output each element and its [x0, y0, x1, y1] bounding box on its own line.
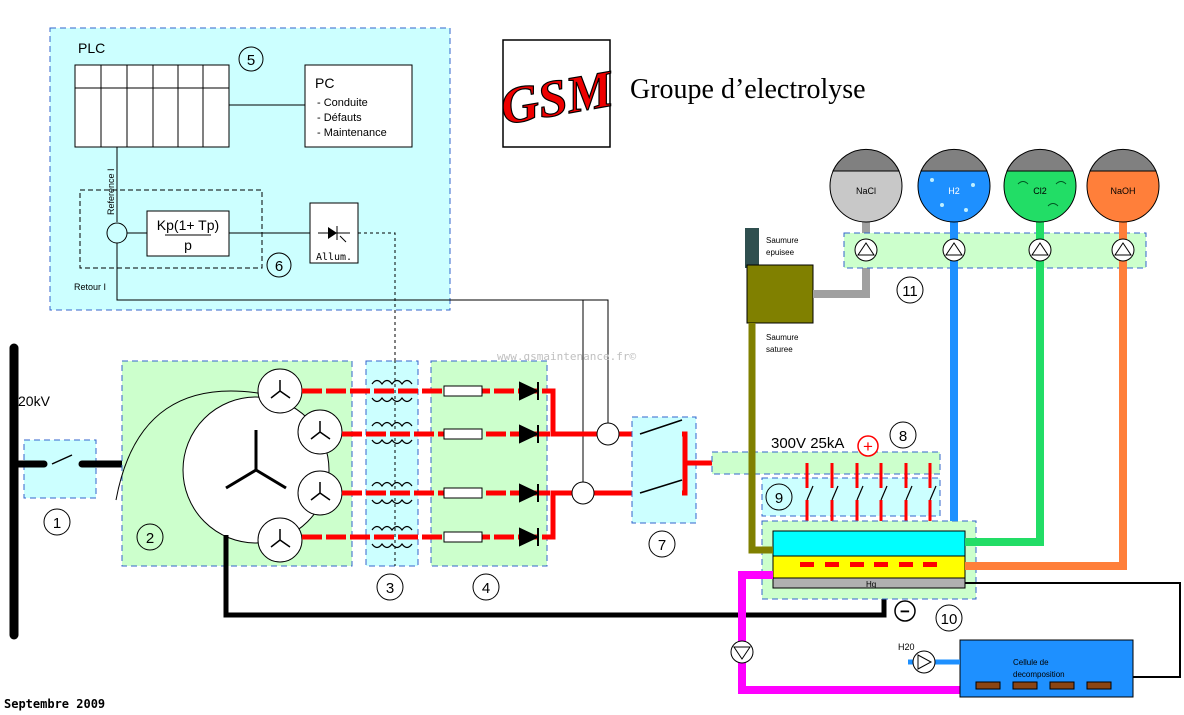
plus-terminal	[857, 435, 879, 457]
dc-output-bus	[550, 388, 640, 540]
brine-feed-line	[748, 323, 773, 554]
decomposition-return	[965, 582, 1181, 678]
negative-return-line	[223, 535, 887, 618]
label-10: 10	[941, 611, 958, 628]
busbar-panel	[711, 451, 941, 475]
rating-label: 300V 25kA	[771, 435, 844, 452]
naoh-line	[965, 215, 1127, 570]
decomposition-label-2: decomposition	[1013, 670, 1065, 679]
saumure-saturee-1: Saumure	[766, 333, 799, 342]
reference-label: Reference I	[106, 168, 116, 215]
h2o-pump-icon	[912, 650, 936, 674]
pc-box	[304, 64, 413, 148]
fuses	[443, 385, 483, 543]
cell-chamber-brine	[772, 530, 966, 557]
label-9: 9	[775, 490, 783, 507]
breaker-box	[23, 439, 97, 499]
tank-naoh: NaOH	[1086, 148, 1160, 223]
hg-pump-icon	[730, 640, 754, 664]
gsm-logo: GSM	[496, 39, 620, 148]
current-sensor-1	[596, 422, 620, 446]
saturator-tank	[746, 264, 814, 324]
label-8: 8	[899, 428, 907, 445]
pump-panel	[843, 232, 1147, 269]
saumure-saturee-2: saturee	[766, 345, 793, 354]
date-label: Septembre 2009	[4, 697, 105, 711]
ct-coils	[371, 379, 413, 549]
label-5: 5	[247, 52, 255, 69]
label-2: 2	[146, 530, 154, 547]
svg-text:−: −	[900, 602, 910, 621]
current-sensor-2	[571, 481, 595, 505]
h2o-label: H20	[898, 642, 915, 652]
label-6: 6	[275, 258, 283, 275]
minus-terminal	[894, 600, 916, 622]
svg-text:NaOH: NaOH	[1110, 186, 1135, 196]
saumure-epuisee-1: Saumure	[766, 236, 799, 245]
pi-controller-line2: p	[184, 237, 192, 253]
pi-controller-box	[146, 210, 230, 257]
label-11: 11	[902, 283, 918, 300]
diodes	[519, 381, 540, 547]
pi-controller-line1: Kp(1+ Tp)	[157, 217, 219, 233]
cl2-line	[965, 215, 1044, 546]
saumure-epuisee-2: epuisee	[766, 248, 795, 257]
svg-text:H2: H2	[948, 186, 960, 196]
page-title: Groupe d’electrolyse	[630, 74, 866, 105]
pc-item-maintenance: - Maintenance	[317, 127, 387, 139]
secondary-windings	[257, 368, 343, 563]
label-3: 3	[386, 580, 394, 597]
label-4: 4	[482, 580, 490, 597]
svg-text:+: +	[863, 437, 873, 456]
retour-label: Retour I	[74, 282, 106, 292]
anodes	[800, 562, 937, 567]
pumps	[854, 238, 1135, 262]
pc-label: PC	[315, 75, 334, 91]
pc-item-conduite: - Conduite	[317, 97, 368, 109]
voltage-in-label: 20kV	[18, 393, 51, 409]
ct-box	[365, 360, 419, 567]
label-7: 7	[658, 537, 666, 554]
label-1: 1	[53, 515, 61, 532]
plc-rack	[74, 64, 230, 148]
tank-nacl: NaCl	[829, 148, 903, 223]
tank-h2: H2	[917, 148, 991, 223]
watermark: www.gsmaintenance.fr©	[497, 350, 636, 363]
decomposition-label-1: Cellule de	[1013, 658, 1049, 667]
electrode-switch-panel	[761, 477, 941, 517]
pc-item-defauts: - Défauts	[317, 112, 362, 124]
summing-junction	[106, 222, 128, 244]
hg-loop	[738, 571, 960, 694]
plc-label: PLC	[78, 40, 105, 56]
svg-text:Cl2: Cl2	[1033, 186, 1047, 196]
thyristor-icon	[318, 226, 350, 243]
tank-cl2: Cl2	[1003, 148, 1077, 223]
decomposition-electrodes	[975, 681, 1112, 690]
svg-text:NaCl: NaCl	[856, 186, 876, 196]
allum-label: Allum.	[316, 252, 352, 263]
regulator-box	[79, 189, 263, 269]
hg-label: Hg	[866, 580, 876, 589]
